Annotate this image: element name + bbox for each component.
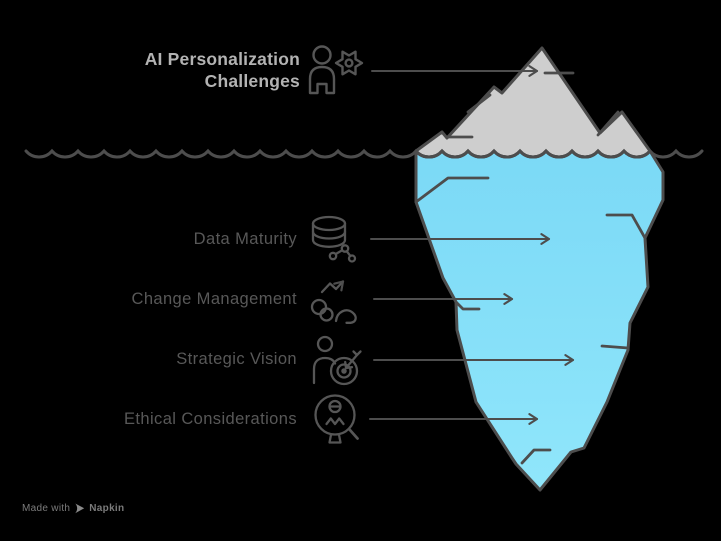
- napkin-logo-icon: [75, 503, 85, 514]
- watermark-prefix: Made with: [22, 503, 71, 514]
- watermark: Made with Napkin: [22, 503, 124, 514]
- person-gear-icon: [308, 45, 364, 95]
- iceberg-body-below-water: [414, 149, 665, 492]
- label-strategic-vision: Strategic Vision: [176, 350, 297, 368]
- diagram-title: AI Personalization Challenges: [145, 49, 300, 92]
- iceberg-crevasse-lines: [414, 71, 647, 465]
- label-data-maturity: Data Maturity: [193, 230, 297, 248]
- person-target-icon: [312, 335, 362, 386]
- database-network-icon: [311, 215, 357, 263]
- person-magnifier-icon: [314, 394, 359, 444]
- iceberg-tip-above-water: [414, 46, 652, 159]
- connector-arrows: [369, 65, 575, 425]
- change-cycle-icon: [310, 280, 357, 324]
- watermark-brand: Napkin: [89, 503, 125, 514]
- diagram-title-line2: Challenges: [204, 70, 300, 91]
- diagram-title-line1: AI Personalization: [144, 49, 300, 69]
- label-change-management: Change Management: [131, 290, 297, 308]
- waterline: [24, 148, 704, 159]
- label-ethical-considerations: Ethical Considerations: [124, 410, 297, 428]
